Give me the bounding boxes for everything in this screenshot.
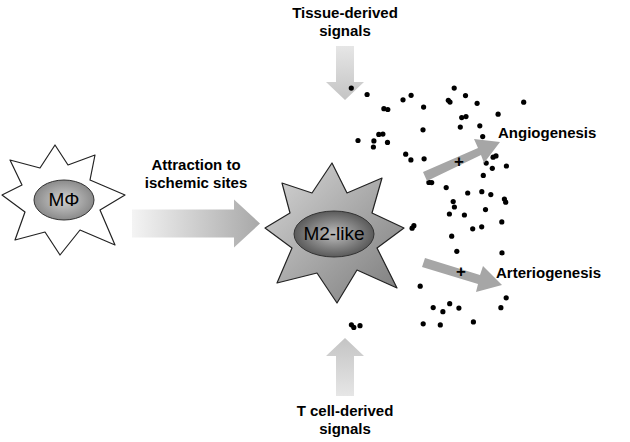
factor-dot	[451, 199, 456, 204]
factor-dot	[504, 295, 509, 300]
factor-dot	[371, 144, 376, 149]
factor-dot	[503, 200, 508, 205]
factor-dot	[521, 100, 526, 105]
factor-dot	[447, 301, 452, 306]
factor-dot	[446, 98, 451, 103]
factor-dot	[403, 152, 408, 157]
factor-dot	[496, 112, 501, 117]
factor-dot	[490, 166, 495, 171]
factor-dot	[422, 156, 427, 161]
factor-dot	[470, 226, 475, 231]
factor-dot	[498, 305, 503, 310]
migration-arrow	[132, 200, 260, 248]
factor-dot	[480, 134, 485, 139]
factor-dot	[444, 185, 449, 190]
factor-dot	[409, 93, 414, 98]
factor-dot	[483, 207, 488, 212]
edge-label: Attraction to ischemic sites	[131, 156, 261, 192]
effect-arrow	[422, 258, 502, 292]
secreted-factors	[349, 86, 527, 331]
factor-dot	[380, 132, 385, 137]
factor-dot	[385, 107, 390, 112]
signal-label: T cell-derived signals	[285, 402, 405, 438]
factor-dot	[429, 180, 434, 185]
macrophage-cell: MΦ	[0, 140, 128, 258]
nucleus	[294, 211, 374, 257]
effect-sign: +	[456, 263, 466, 281]
factor-dot	[479, 224, 484, 229]
factor-dot	[463, 93, 468, 98]
factor-dot	[420, 127, 425, 132]
factor-dot	[355, 138, 360, 143]
factor-dot	[456, 306, 461, 311]
factor-dot	[452, 204, 457, 209]
factor-dot	[449, 234, 454, 239]
factor-dot	[479, 189, 484, 194]
factor-dot	[365, 92, 370, 97]
factor-dot	[438, 322, 443, 327]
nucleus	[34, 180, 94, 220]
factor-dot	[349, 86, 354, 91]
factor-dot	[504, 163, 509, 168]
factor-dot	[357, 323, 362, 328]
factor-dot	[491, 155, 496, 160]
factor-dot	[421, 321, 426, 326]
factor-dot	[459, 115, 464, 120]
factor-dot	[499, 219, 504, 224]
outcome-label: Angiogenesis	[498, 124, 596, 142]
factor-dot	[349, 322, 354, 327]
factor-dot	[488, 192, 493, 197]
factor-dot	[477, 123, 482, 128]
outcome-label: Arteriogenesis	[496, 264, 601, 282]
m2-macrophage-cell: M2-like	[262, 158, 407, 306]
factor-dot	[440, 309, 445, 314]
effect-arrow	[423, 139, 500, 181]
factor-dot	[463, 114, 468, 119]
factor-dot	[452, 86, 457, 91]
factor-dot	[400, 97, 405, 102]
factor-dot	[499, 250, 504, 255]
signal-label: Tissue-derived signals	[285, 4, 405, 40]
factor-dot	[410, 226, 415, 231]
cell-label: M2-like	[303, 223, 364, 245]
signal-arrow	[326, 46, 364, 100]
factor-dot	[481, 173, 486, 178]
factor-dot	[418, 284, 423, 289]
factor-dot	[465, 190, 470, 195]
factor-dot	[385, 140, 390, 145]
factor-dot	[371, 138, 376, 143]
factor-dot	[462, 212, 467, 217]
effect-sign: +	[454, 153, 464, 171]
signal-arrow	[326, 338, 364, 396]
factor-dot	[431, 305, 436, 310]
factor-dot	[458, 125, 463, 130]
factor-dot	[475, 101, 480, 106]
cell-label: MΦ	[49, 189, 80, 211]
factor-dot	[454, 249, 459, 254]
factor-dot	[408, 157, 413, 162]
factor-dot	[471, 319, 476, 324]
factor-dot	[421, 105, 426, 110]
factor-dot	[447, 211, 452, 216]
